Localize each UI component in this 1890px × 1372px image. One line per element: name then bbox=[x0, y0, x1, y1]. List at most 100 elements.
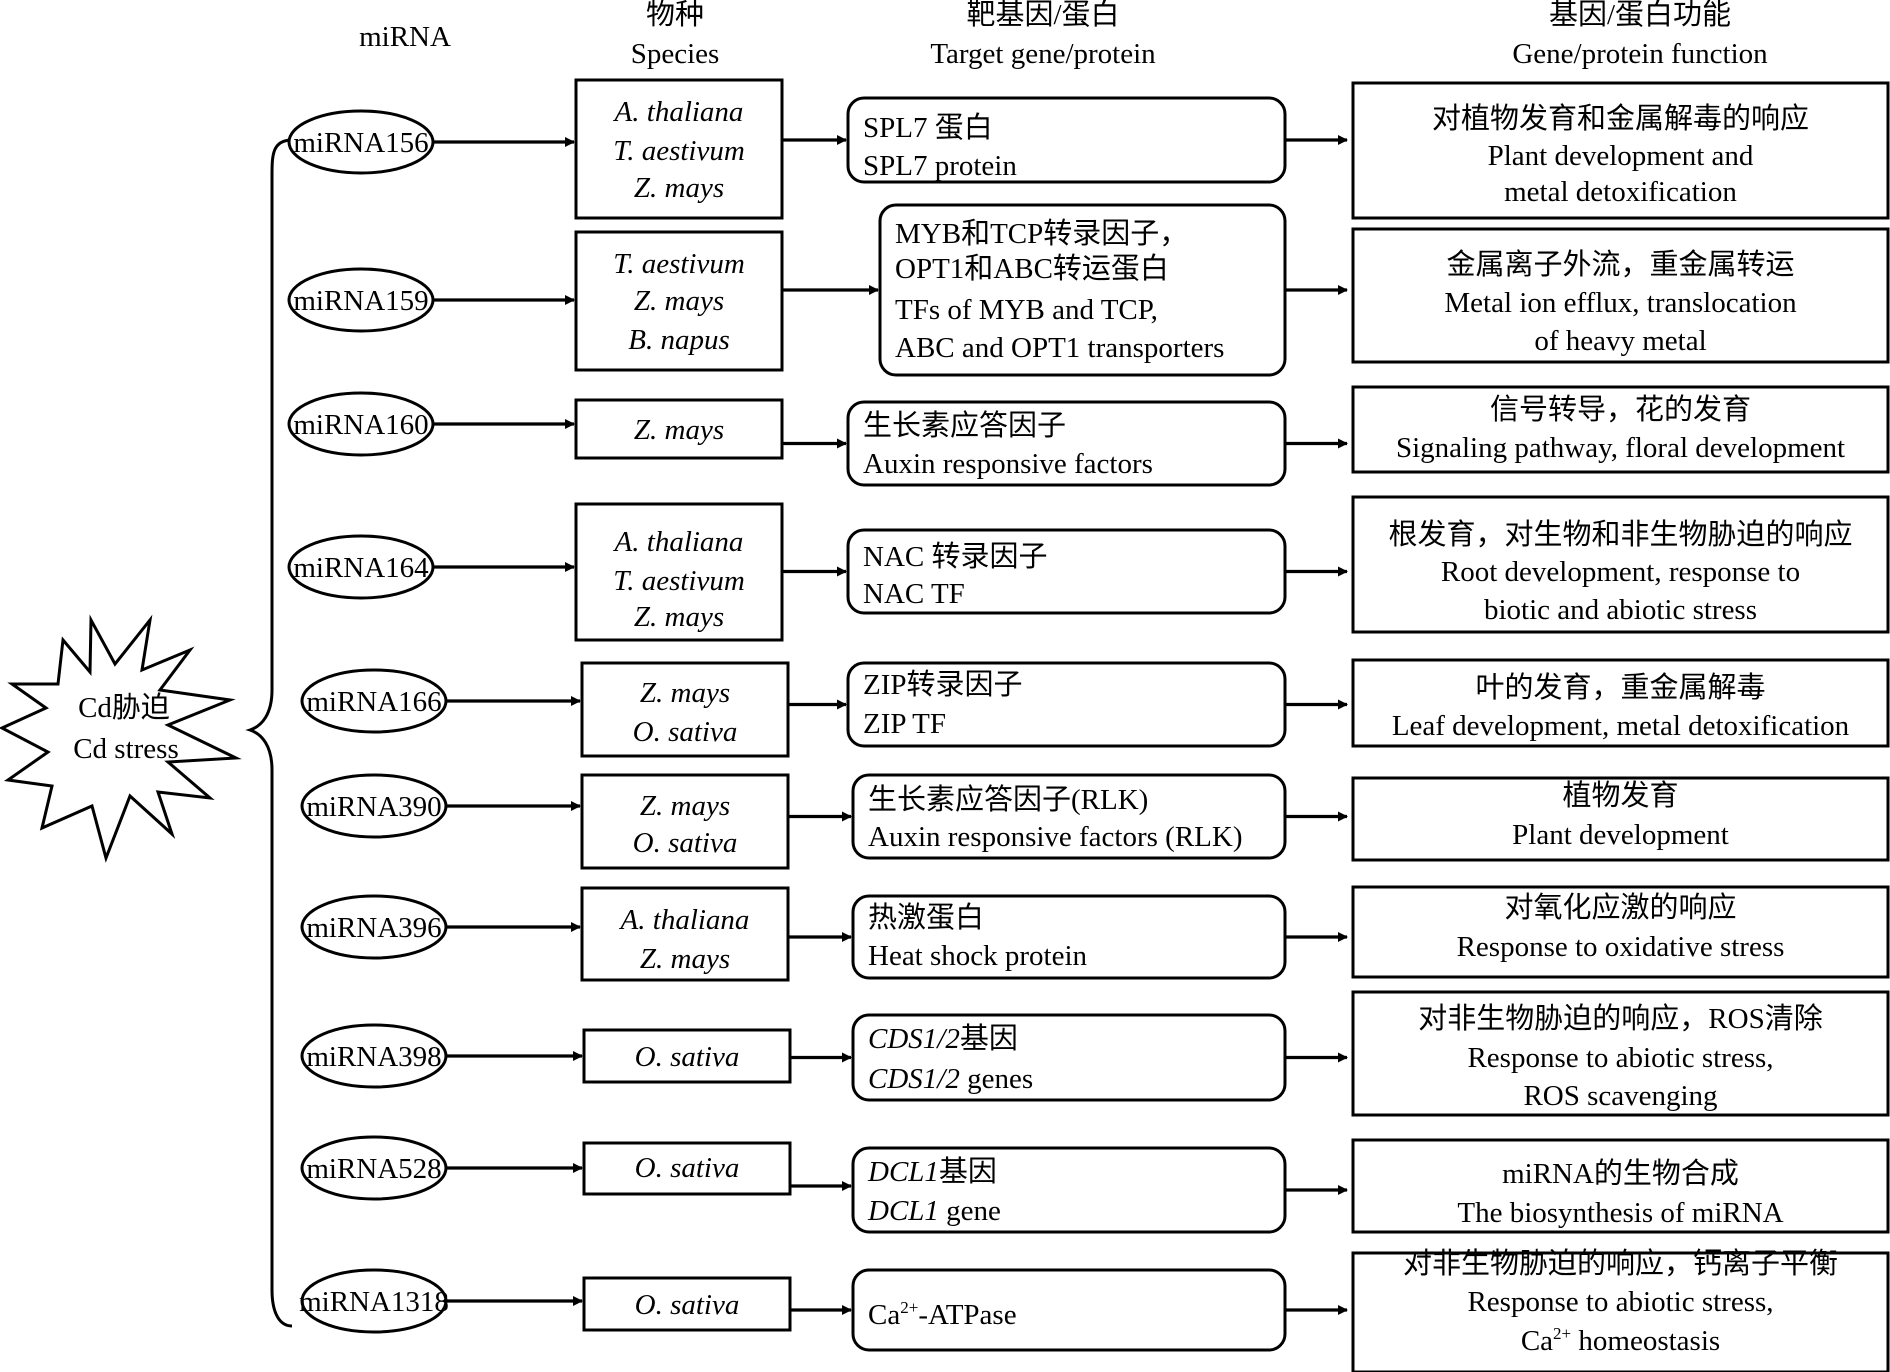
header-target-en: Target gene/protein bbox=[930, 38, 1156, 70]
function-line: Response to oxidative stress bbox=[1457, 931, 1785, 963]
target-line: 生长素应答因子 bbox=[863, 409, 1066, 442]
species-name: O. sativa bbox=[633, 716, 738, 748]
target-line: ABC and OPT1 transporters bbox=[895, 332, 1224, 364]
species-name: O. sativa bbox=[633, 827, 738, 859]
target-line: Heat shock protein bbox=[868, 940, 1088, 972]
target-line: 生长素应答因子(RLK) bbox=[868, 783, 1148, 816]
species-name: Z. mays bbox=[640, 943, 730, 975]
target-gene-suffix: 基因 bbox=[960, 1022, 1018, 1055]
target-line: OPT1和ABC转运蛋白 bbox=[895, 252, 1169, 285]
function-line: miRNA的生物合成 bbox=[1502, 1157, 1739, 1190]
target-line: NAC TF bbox=[863, 578, 965, 610]
mirna-label: miRNA166 bbox=[306, 686, 441, 718]
target-gene-italic: DCL1 bbox=[867, 1156, 939, 1188]
target-gene-suffix: gene bbox=[939, 1195, 1001, 1227]
species-box bbox=[574, 502, 784, 642]
function-line: 对氧化应激的响应 bbox=[1504, 891, 1736, 924]
function-box bbox=[1351, 227, 1890, 364]
species-box bbox=[574, 78, 784, 220]
target-line: MYB和TCP转录因子， bbox=[895, 217, 1188, 250]
species-box bbox=[580, 773, 790, 870]
mirna-label: miRNA390 bbox=[306, 791, 441, 823]
function-box bbox=[1351, 776, 1890, 862]
species-box bbox=[582, 1276, 792, 1332]
function-line: Plant development and bbox=[1488, 140, 1754, 172]
species-name: A. thaliana bbox=[619, 904, 750, 936]
function-ca-base: Ca bbox=[1521, 1325, 1553, 1357]
function-line: 根发育，对生物和非生物胁迫的响应 bbox=[1388, 518, 1852, 551]
target-gene-suffix: genes bbox=[960, 1063, 1033, 1095]
target-line: TFs of MYB and TCP, bbox=[895, 294, 1158, 326]
mirna-label: miRNA164 bbox=[293, 552, 429, 584]
function-line: Response to abiotic stress, bbox=[1467, 1042, 1773, 1074]
function-line: 金属离子外流，重金属转运 bbox=[1446, 248, 1794, 281]
header-target-cn: 靶基因/蛋白 bbox=[966, 0, 1119, 31]
species-name: O. sativa bbox=[635, 1289, 740, 1321]
function-box bbox=[1351, 990, 1890, 1117]
function-line: 叶的发育，重金属解毒 bbox=[1475, 671, 1765, 704]
mirna-label: miRNA528 bbox=[306, 1153, 441, 1185]
species-name: B. napus bbox=[628, 324, 730, 356]
function-line: Plant development bbox=[1512, 819, 1729, 851]
species-box bbox=[574, 230, 784, 372]
target-ca-superscript: 2+ bbox=[900, 1298, 918, 1317]
species-name: O. sativa bbox=[635, 1041, 740, 1073]
cd-stress-label-cn: Cd胁迫 bbox=[78, 691, 170, 724]
curly-brace bbox=[245, 138, 293, 1328]
function-ca-superscript: 2+ bbox=[1553, 1324, 1571, 1343]
species-name: O. sativa bbox=[635, 1152, 740, 1184]
function-box bbox=[1351, 885, 1890, 979]
function-line: metal detoxification bbox=[1504, 176, 1737, 208]
function-line: Leaf development, metal detoxification bbox=[1392, 710, 1850, 742]
function-line: 植物发育 bbox=[1562, 779, 1678, 812]
target-ca-base: Ca bbox=[868, 1299, 900, 1331]
function-line: 信号转导，花的发育 bbox=[1490, 393, 1751, 426]
function-line: Signaling pathway, floral development bbox=[1396, 432, 1845, 464]
target-line: Ca2+-ATPase bbox=[868, 1298, 1017, 1331]
function-line: 对植物发育和金属解毒的响应 bbox=[1432, 102, 1809, 135]
function-ca-rest: homeostasis bbox=[1571, 1325, 1720, 1357]
target-line: SPL7 protein bbox=[863, 150, 1017, 182]
target-line: Auxin responsive factors (RLK) bbox=[868, 821, 1243, 853]
species-name: T. aestivum bbox=[613, 248, 745, 280]
function-line: of heavy metal bbox=[1534, 325, 1706, 357]
target-line: SPL7 蛋白 bbox=[863, 111, 993, 144]
function-line: Root development, response to bbox=[1441, 556, 1800, 588]
target-line: 热激蛋白 bbox=[868, 901, 984, 934]
function-box bbox=[1351, 81, 1890, 220]
target-ca-rest: -ATPase bbox=[918, 1299, 1016, 1331]
function-line: ROS scavenging bbox=[1523, 1080, 1717, 1112]
function-box bbox=[1351, 385, 1890, 474]
function-line: Response to abiotic stress, bbox=[1467, 1286, 1773, 1318]
target-gene-suffix: 基因 bbox=[939, 1155, 997, 1188]
species-name: Z. mays bbox=[640, 790, 730, 822]
header-function-en: Gene/protein function bbox=[1512, 38, 1768, 70]
mirna-rows: miRNA156 A. thaliana T. aestivum Z. mays SPL… bbox=[287, 78, 1890, 1372]
species-name: Z. mays bbox=[634, 172, 724, 204]
function-line: The biosynthesis of miRNA bbox=[1457, 1197, 1783, 1229]
target-gene-italic: CDS1/2 bbox=[868, 1023, 960, 1055]
species-name: A. thaliana bbox=[613, 526, 744, 558]
cd-stress-starburst bbox=[0, 614, 242, 863]
function-line: 对非生物胁迫的响应，钙离子平衡 bbox=[1403, 1247, 1838, 1280]
species-name: T. aestivum bbox=[613, 565, 745, 597]
target-line: NAC 转录因子 bbox=[863, 540, 1047, 573]
target-line: CDS1/2 genes bbox=[868, 1063, 1033, 1095]
function-box bbox=[1351, 1251, 1890, 1372]
target-line: Auxin responsive factors bbox=[863, 448, 1153, 480]
mirna-label: miRNA398 bbox=[306, 1041, 441, 1073]
mirna-label: miRNA396 bbox=[306, 912, 441, 944]
target-line: DCL1基因 bbox=[867, 1155, 997, 1188]
function-line: biotic and abiotic stress bbox=[1484, 594, 1757, 626]
header-species-en: Species bbox=[631, 38, 720, 70]
target-line: ZIP TF bbox=[863, 708, 946, 740]
function-line: Ca2+ homeostasis bbox=[1521, 1324, 1720, 1357]
mirna-label: miRNA156 bbox=[293, 127, 428, 159]
function-box bbox=[1351, 658, 1890, 748]
function-line: 对非生物胁迫的响应，ROS清除 bbox=[1418, 1002, 1822, 1035]
species-name: Z. mays bbox=[634, 601, 724, 633]
mirna-label: miRNA159 bbox=[293, 285, 428, 317]
species-box bbox=[574, 398, 784, 460]
species-box bbox=[580, 661, 790, 758]
target-line: DCL1 gene bbox=[867, 1195, 1001, 1227]
